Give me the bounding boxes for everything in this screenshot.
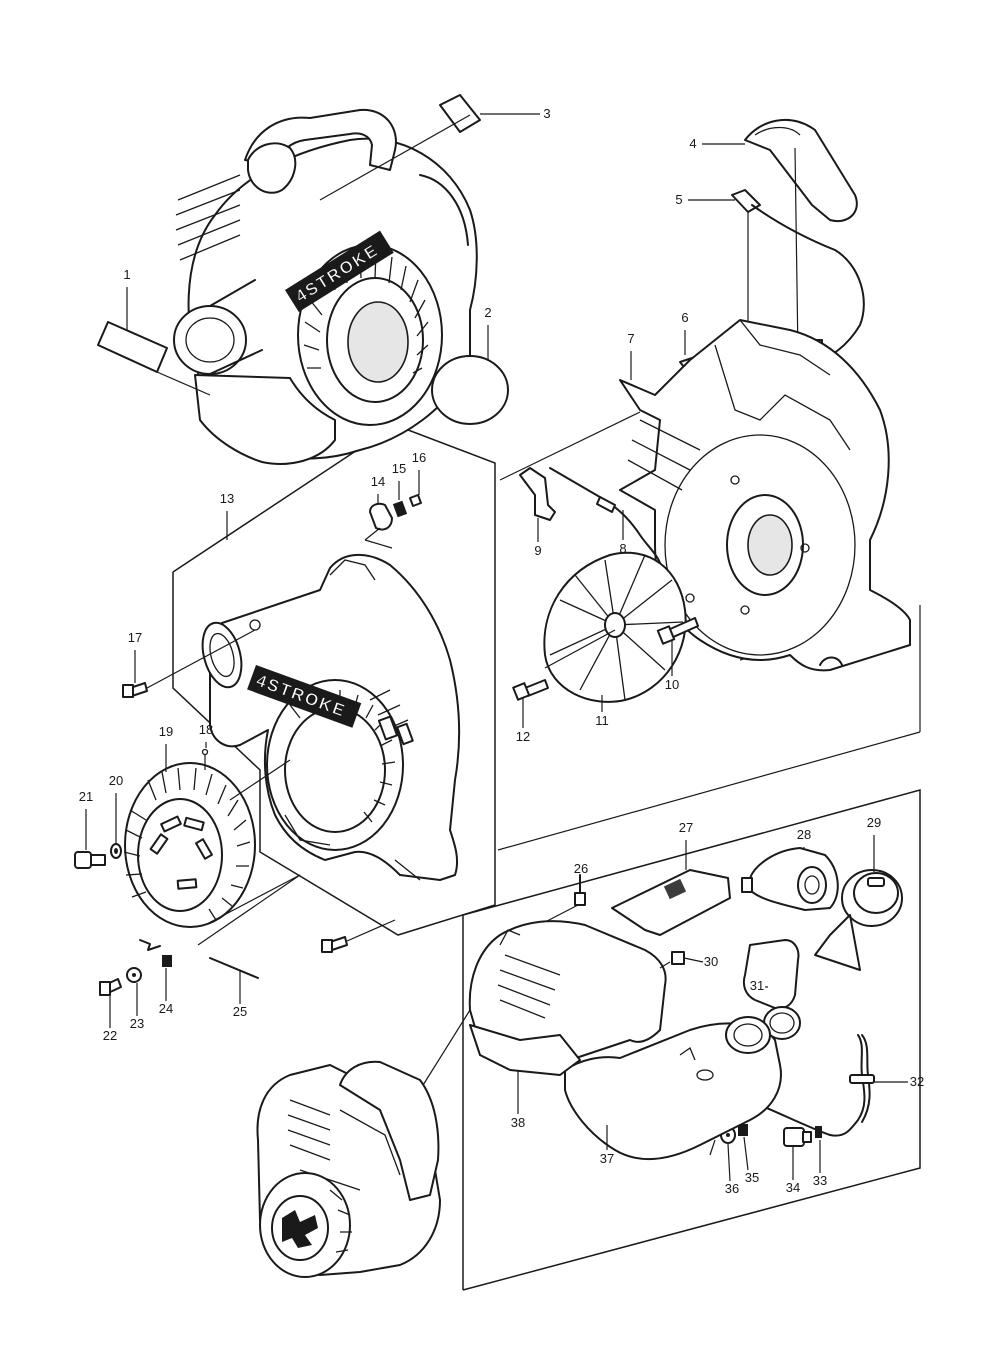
part-37-fuel-tank: [564, 1016, 782, 1161]
screw-10: [656, 617, 699, 645]
part-4-grip: [744, 118, 858, 356]
callout-leader-36: [727, 1143, 731, 1182]
callout-number-1: 1: [123, 267, 130, 282]
screw-17: [122, 629, 256, 698]
parts-33-34-fittings: [783, 1126, 822, 1147]
callout-number-38: 38: [511, 1115, 525, 1130]
callout-number-37: 37: [600, 1151, 614, 1166]
part-7-rear-housing: [619, 319, 911, 672]
callout-number-12: 12: [516, 729, 530, 744]
part-32-fuel-line: [759, 1034, 875, 1137]
callout-number-13: 13: [220, 491, 234, 506]
callout-number-18: 18: [199, 722, 213, 737]
callout-number-17: 17: [128, 630, 142, 645]
callout-number-11: 11: [595, 713, 609, 728]
callout-number-25: 25: [233, 1004, 247, 1019]
parts-14-16-fastener: [364, 494, 422, 549]
callout-number-29: 29: [867, 815, 881, 830]
callout-number-32: 32: [910, 1074, 924, 1089]
callout-number-8: 8: [619, 541, 626, 556]
part-28-air-cleaner: [741, 847, 839, 911]
callout-number-23: 23: [130, 1016, 144, 1031]
callout-number-4: 4: [689, 136, 696, 151]
callout-number-33: 33: [813, 1173, 827, 1188]
callout-number-28: 28: [797, 827, 811, 842]
callout-leader-35: [743, 1136, 749, 1171]
part-19-recoil-starter: [123, 748, 301, 928]
screw-housing-bottom: [321, 919, 396, 953]
part-11-impeller: [543, 551, 687, 703]
callout-number-3: 3: [543, 106, 550, 121]
callout-leader-30: [683, 957, 704, 963]
callout-number-19: 19: [159, 724, 173, 739]
parts-20-21-bolt-washer: [74, 843, 122, 869]
screw-12: [512, 679, 549, 701]
callout-number-21: 21: [79, 789, 93, 804]
label-decal-1: [97, 321, 168, 373]
callout-number-34: 34: [786, 1180, 800, 1195]
engine-assembly: [256, 1060, 441, 1278]
callout-number-16: 16: [412, 450, 426, 465]
callout-number-31: 31: [750, 978, 764, 993]
callout-number-5: 5: [675, 192, 682, 207]
blower-assembly: 4STROKE: [173, 108, 478, 465]
callout-number-15: 15: [392, 461, 406, 476]
callout-number-26: 26: [574, 861, 588, 876]
callout-number-20: 20: [109, 773, 123, 788]
callout-number-35: 35: [745, 1170, 759, 1185]
part-9-lever: [519, 467, 556, 521]
parts-22-25-pin-spring: [99, 874, 301, 996]
callout-number-10: 10: [665, 677, 679, 692]
callout-number-27: 27: [679, 820, 693, 835]
part-31-gasket: [742, 939, 801, 1040]
callout-number-14: 14: [371, 474, 385, 489]
housing-group-frame: [172, 424, 496, 936]
callout-number-36: 36: [725, 1181, 739, 1196]
part-27-cover-plate: [611, 869, 731, 936]
callout-number-22: 22: [103, 1028, 117, 1043]
callout-number-30: 30: [704, 954, 718, 969]
label-decal-3: [439, 94, 481, 133]
callout-number-6: 6: [681, 310, 688, 325]
part-13-front-housing: 4STROKE: [201, 553, 461, 881]
tank-group-frame: [462, 789, 921, 1291]
part-38-engine-shroud: [419, 920, 685, 1091]
callout-number-9: 9: [534, 543, 541, 558]
callout-number-7: 7: [627, 331, 634, 346]
callout-number-24: 24: [159, 1001, 173, 1016]
cap-2: [431, 355, 509, 425]
part-29-fuel-cap: [814, 869, 903, 971]
callout-number-2: 2: [484, 305, 491, 320]
